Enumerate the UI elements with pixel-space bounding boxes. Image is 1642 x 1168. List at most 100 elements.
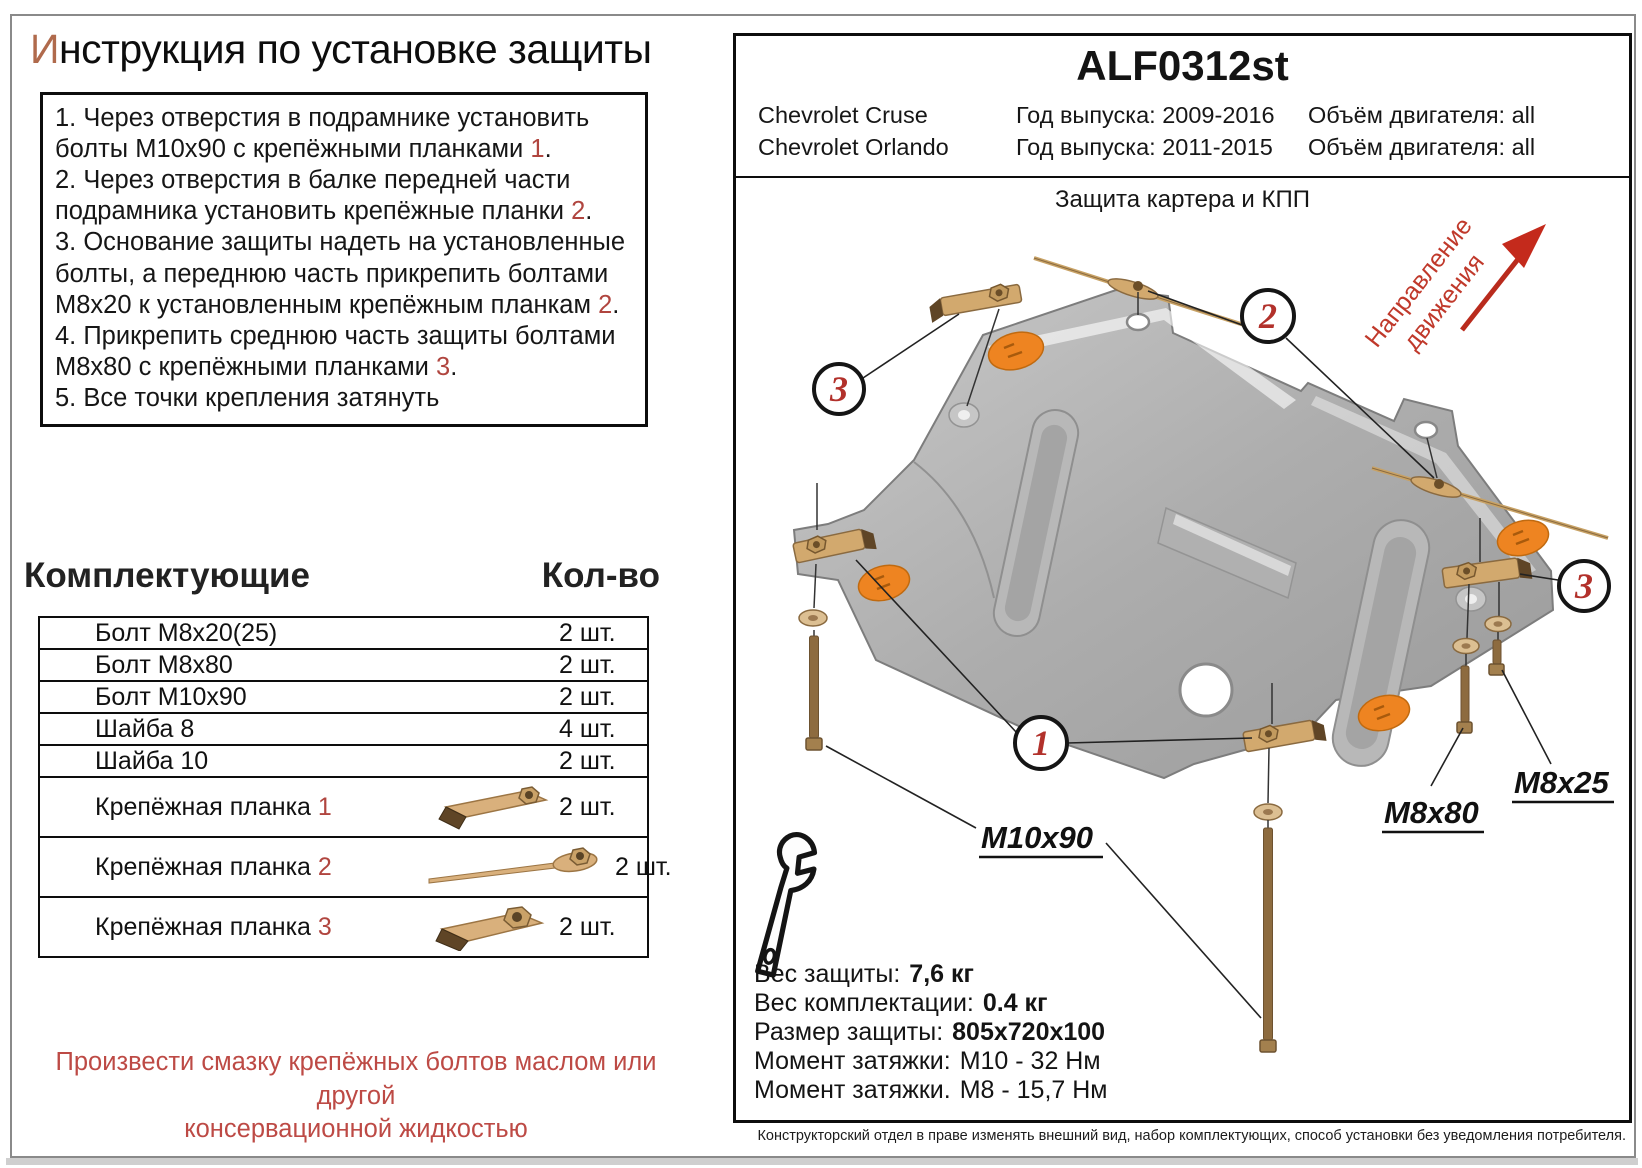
table-row: Крепёжная планка 1 2 шт.	[40, 778, 647, 838]
part-label: Крепёжная планка 2	[40, 853, 425, 882]
svg-text:3: 3	[1574, 566, 1593, 606]
plate-tab-hole-top	[1125, 312, 1151, 332]
label-m8x25: M8x25	[1514, 765, 1610, 800]
step-tail: .	[612, 290, 620, 319]
page-edge-shadow	[6, 1158, 1638, 1165]
specs-block: Вес защиты: 7,6 кг Вес комплектации:0.4 к…	[754, 960, 1107, 1105]
callout-3-right: 3	[1557, 559, 1611, 613]
step-ref-number: 2	[598, 290, 613, 319]
bracket-rod-icon	[425, 843, 615, 891]
step-tail: .	[585, 197, 593, 226]
instruction-step-4: 4. Прикрепить среднюю часть защиты болта…	[55, 321, 633, 383]
brand-oval-icon	[857, 331, 1550, 732]
spec-label: Вес защиты:	[754, 960, 901, 988]
step-ref-number: 1	[530, 135, 545, 164]
vehicle-years: Год выпуска: 2009-2016	[1016, 102, 1275, 128]
callout-1: 1	[1013, 715, 1069, 771]
mounting-bracket	[1441, 557, 1533, 589]
plate-center-hole	[1178, 662, 1234, 718]
plate-tab-hole-right	[1413, 420, 1439, 440]
table-row: Крепёжная планка 3 2 шт.	[40, 898, 647, 956]
parts-table-header: Комплектующие Кол-во	[24, 556, 660, 596]
vehicle-row: Chevrolet Cruse Год выпуска: 2009-2016 О…	[758, 102, 1618, 129]
spec-kit-weight: Вес комплектации:0.4 кг	[754, 989, 1107, 1018]
bracket-label: Крепёжная планка	[95, 852, 318, 881]
svg-text:2: 2	[1258, 296, 1277, 336]
vehicle-years: Год выпуска: 2011-2015	[1016, 134, 1273, 160]
bracket-number: 1	[317, 792, 332, 821]
step-text: 5. Все точки крепления затянуть	[55, 383, 440, 412]
step-tail: .	[544, 135, 552, 164]
bracket-angle-large-icon	[425, 903, 559, 951]
label-m8x80: M8x80	[1384, 795, 1479, 830]
part-label: Шайба 8	[95, 714, 195, 743]
part-qty: 2 шт.	[559, 682, 616, 711]
part-label: Крепёжная планка 3	[40, 913, 425, 942]
diagram-area: 2 3 1 3 M10x90 M8x80	[736, 178, 1629, 1120]
plate-dimple	[1455, 586, 1487, 612]
vehicle-engine: Объём двигателя: all	[1308, 102, 1536, 128]
bracket-label: Крепёжная планка	[95, 792, 318, 821]
lube-note-line2: консервационной жидкостью	[184, 1115, 528, 1144]
table-row: Крепёжная планка 2 2 шт.	[40, 838, 672, 898]
wrench-icon	[755, 832, 818, 978]
spec-torque-m10: Момент затяжки: М10 - 32 Нм	[754, 1047, 1107, 1076]
step-text: 2. Через отверстия в балке передней част…	[55, 166, 572, 226]
bracket-angle-icon	[425, 783, 559, 831]
spec-value: М10 - 32 Нм	[959, 1047, 1101, 1075]
part-qty: 2 шт.	[615, 852, 672, 881]
bracket-label: Крепёжная планка	[95, 912, 318, 941]
svg-text:1: 1	[1032, 723, 1050, 763]
spec-value: 805х720х100	[952, 1018, 1106, 1046]
vehicle-engine: Объём двигателя: all	[1308, 134, 1536, 160]
instruction-step-2: 2. Через отверстия в балке передней част…	[55, 165, 633, 227]
bolt-m10x90	[805, 630, 823, 751]
title-initial: И	[30, 26, 59, 72]
part-label: Болт М8х80	[95, 650, 233, 679]
spec-weight: Вес защиты: 7,6 кг	[754, 960, 1107, 989]
installation-steps-box: 1. Через отверстия в подрамнике установи…	[40, 92, 648, 428]
product-code: ALF0312st	[1076, 42, 1289, 89]
step-ref-number: 2	[571, 197, 586, 226]
part-label: Болт М8х20(25)	[95, 618, 278, 647]
manufacturer-disclaimer: Конструкторский отдел в праве изменять в…	[757, 1128, 1626, 1144]
callout-3-left: 3	[812, 362, 866, 416]
spec-value: М8 - 15,7 Нм	[959, 1076, 1108, 1104]
step-text: 3. Основание защиты надеть на установлен…	[55, 228, 626, 319]
spec-size: Размер защиты: 805х720х100	[754, 1018, 1107, 1047]
skid-plate	[792, 288, 1555, 780]
spec-value: 7,6 кг	[909, 960, 974, 988]
spec-value: 0.4 кг	[982, 989, 1048, 1017]
direction-arrow	[1460, 224, 1546, 332]
table-row: Шайба 8 4 шт.	[40, 714, 647, 746]
spec-label: Момент затяжки:	[754, 1047, 951, 1075]
spec-label: Момент затяжки.	[754, 1076, 951, 1104]
lube-note-line1: Произвести смазку крепёжных болтов масло…	[55, 1048, 657, 1110]
lubrication-note: Произвести смазку крепёжных болтов масло…	[40, 1046, 672, 1147]
product-header: ALF0312st Chevrolet Cruse Год выпуска: 2…	[736, 36, 1629, 178]
bolt-m10x90	[1259, 820, 1277, 1053]
bracket-number: 3	[317, 912, 332, 941]
callout-2: 2	[1240, 288, 1296, 344]
table-row: Болт М10х90 2 шт.	[40, 682, 647, 714]
leader-lines	[825, 290, 1559, 1019]
instruction-step-3: 3. Основание защиты надеть на установлен…	[55, 227, 633, 320]
qty-title: Кол-во	[541, 556, 660, 595]
parts-title: Комплектующие	[24, 556, 310, 595]
step-tail: .	[450, 352, 458, 381]
part-qty: 2 шт.	[559, 912, 616, 941]
diagram-title: Защита картера и КПП	[1055, 186, 1310, 213]
product-panel: ALF0312st Chevrolet Cruse Год выпуска: 2…	[733, 33, 1632, 1123]
part-qty: 2 шт.	[559, 618, 616, 647]
mounting-bracket	[792, 528, 877, 564]
part-label: Болт М10х90	[95, 682, 247, 711]
part-label: Крепёжная планка 1	[40, 793, 425, 822]
part-label: Шайба 10	[95, 746, 209, 775]
spec-label: Размер защиты:	[754, 1018, 944, 1046]
part-qty: 4 шт.	[559, 714, 616, 743]
bolt-m8x25	[1488, 632, 1505, 676]
